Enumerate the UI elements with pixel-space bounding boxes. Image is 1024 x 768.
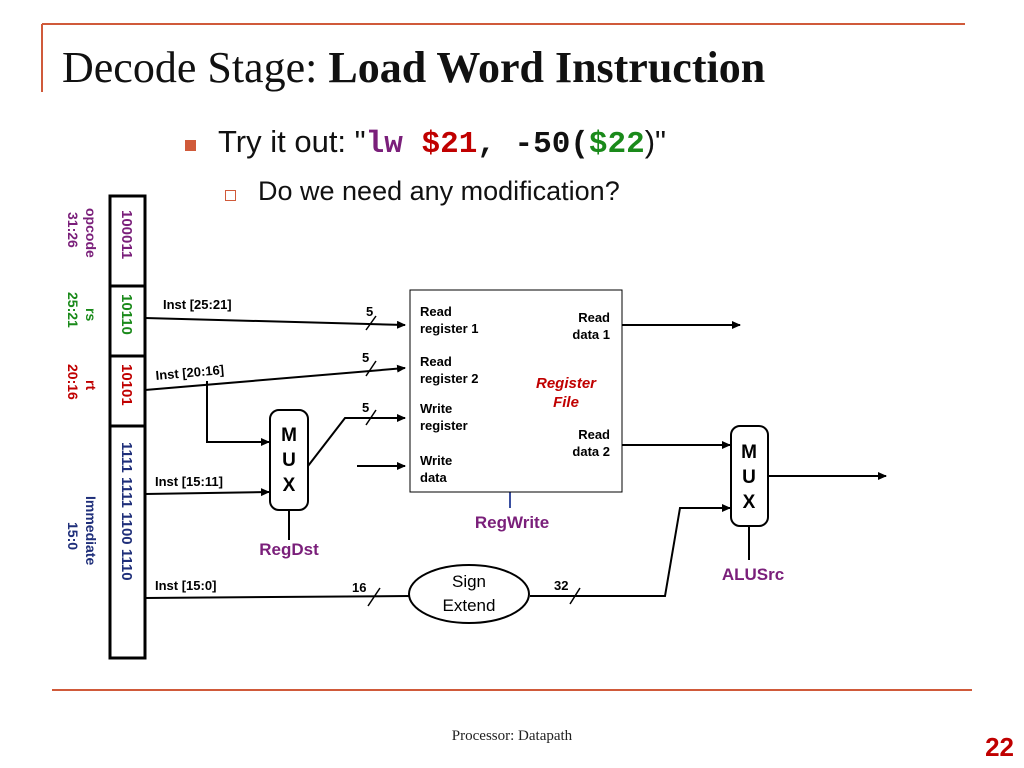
page-number: 22	[985, 732, 1014, 762]
sign-extend-line1: Sign	[452, 572, 486, 591]
field-immediate-range: 15:0	[65, 522, 81, 550]
field-rs-label: rs	[83, 308, 99, 321]
label-width-16: 16	[352, 580, 366, 595]
bullet1-r21: $21	[421, 127, 478, 162]
wire-mux-to-write-reg	[307, 414, 406, 467]
wire-inst15-11-to-mux	[144, 488, 270, 497]
bullet1-mid: , -50(	[477, 127, 589, 162]
title-main: Load Word Instruction	[328, 43, 766, 92]
label-width-5-c: 5	[362, 400, 369, 415]
label-inst-15-0: Inst [15:0]	[155, 578, 216, 593]
bullet1-suffix: )"	[644, 124, 667, 159]
rf-write-register-line2: register	[420, 418, 468, 433]
slash-32	[569, 587, 581, 605]
rf-write-data-line2: data	[420, 470, 448, 485]
label-inst-20-16: Inst [20:16]	[155, 362, 225, 383]
field-immediate-bits: 1111 1111 1100 1110	[118, 442, 135, 581]
register-file: Read register 1 Read register 2 Write re…	[409, 289, 623, 493]
bullet1-lw: lw	[365, 127, 422, 162]
field-rt-bits: 10101	[118, 364, 135, 406]
alusrc-mux-m: M	[741, 442, 757, 463]
control-regwrite: RegWrite	[475, 513, 549, 532]
label-width-5-b: 5	[362, 350, 369, 365]
wire-rs-to-read-reg1	[144, 317, 406, 329]
regdst-mux: M U X	[269, 409, 309, 511]
label-inst-15-11: Inst [15:11]	[155, 474, 223, 489]
alusrc-mux-box	[730, 425, 769, 527]
label-width-32: 32	[554, 578, 568, 593]
regdst-mux-x: X	[283, 475, 296, 496]
slash-16	[367, 587, 381, 607]
footer-text: Processor: Datapath	[451, 728, 573, 744]
field-immediate-label: Immediate	[83, 496, 99, 565]
control-signals: RegDst RegWrite ALUSrc	[259, 513, 784, 584]
bullet1-prefix: Try it out: "	[218, 124, 366, 159]
rf-read-register-2-line2: register 2	[420, 371, 479, 386]
field-opcode-label: opcode	[83, 208, 99, 258]
sign-extend-ellipse	[408, 564, 530, 624]
title-prefix: Decode Stage:	[62, 43, 329, 92]
bus-width-slashes	[365, 315, 581, 607]
wire-sign-extend-to-alumux	[530, 504, 731, 597]
wire-imm-to-sign-extend	[144, 595, 411, 599]
bullet-try-it-out: Try it out: "lw $21, -50($22)"	[218, 124, 666, 162]
inst-labels: Inst [25:21] Inst [20:16] Inst [15:11] I…	[155, 297, 569, 595]
rf-write-register-line1: Write	[420, 401, 452, 416]
page-title: Decode Stage: Load Word Instruction	[62, 42, 765, 93]
rf-read-register-1-line1: Read	[420, 304, 452, 319]
alusrc-mux: M U X	[730, 425, 769, 527]
rf-read-data-1-line1: Read	[578, 310, 610, 325]
field-rt-box	[108, 354, 147, 428]
rf-read-data-2-line2: data 2	[572, 444, 610, 459]
field-rt-label: rt	[83, 380, 99, 390]
field-opcode-range: 31:26	[65, 212, 81, 248]
rf-write-data-line1: Write	[420, 453, 452, 468]
alusrc-mux-u: U	[742, 467, 756, 488]
bullet-modification: Do we need any modification?	[258, 176, 620, 206]
label-inst-25-21: Inst [25:21]	[163, 297, 232, 312]
sub-bullet-square-icon	[225, 190, 236, 201]
rf-read-data-1-line2: data 1	[572, 327, 610, 342]
field-immediate-box	[108, 424, 147, 660]
rf-name-line1: Register	[536, 375, 597, 392]
field-rs-range: 25:21	[65, 292, 81, 328]
regdst-mux-m: M	[281, 425, 297, 446]
alusrc-mux-x: X	[743, 492, 756, 513]
bullet1-r22: $22	[588, 127, 645, 162]
sign-extend-line2: Extend	[443, 596, 496, 615]
rf-name-line2: File	[553, 394, 579, 411]
sign-extend: Sign Extend	[408, 564, 530, 624]
wire-rt-to-mux	[206, 381, 270, 446]
bullet-square-icon	[185, 140, 196, 151]
regdst-mux-box	[269, 409, 309, 511]
wire-rt-to-read-reg2	[144, 364, 406, 391]
slash-5-b	[365, 360, 377, 377]
register-file-box	[409, 289, 623, 493]
field-rs-bits: 10110	[118, 294, 135, 335]
slash-5-c	[365, 409, 377, 426]
slash-5-a	[365, 315, 377, 331]
instruction-fields: 100011 10110 10101 1111 1111 1100 1110 o…	[65, 194, 147, 660]
field-rt-range: 20:16	[65, 364, 81, 400]
control-regdst: RegDst	[259, 540, 319, 559]
field-opcode-bits: 100011	[118, 210, 135, 259]
control-alusrc: ALUSrc	[722, 565, 784, 584]
rf-read-register-1-line2: register 1	[420, 321, 479, 336]
rf-read-data-2-line1: Read	[578, 427, 610, 442]
rf-read-register-2-line1: Read	[420, 354, 452, 369]
label-width-5-a: 5	[366, 304, 373, 319]
regdst-mux-u: U	[282, 450, 296, 471]
